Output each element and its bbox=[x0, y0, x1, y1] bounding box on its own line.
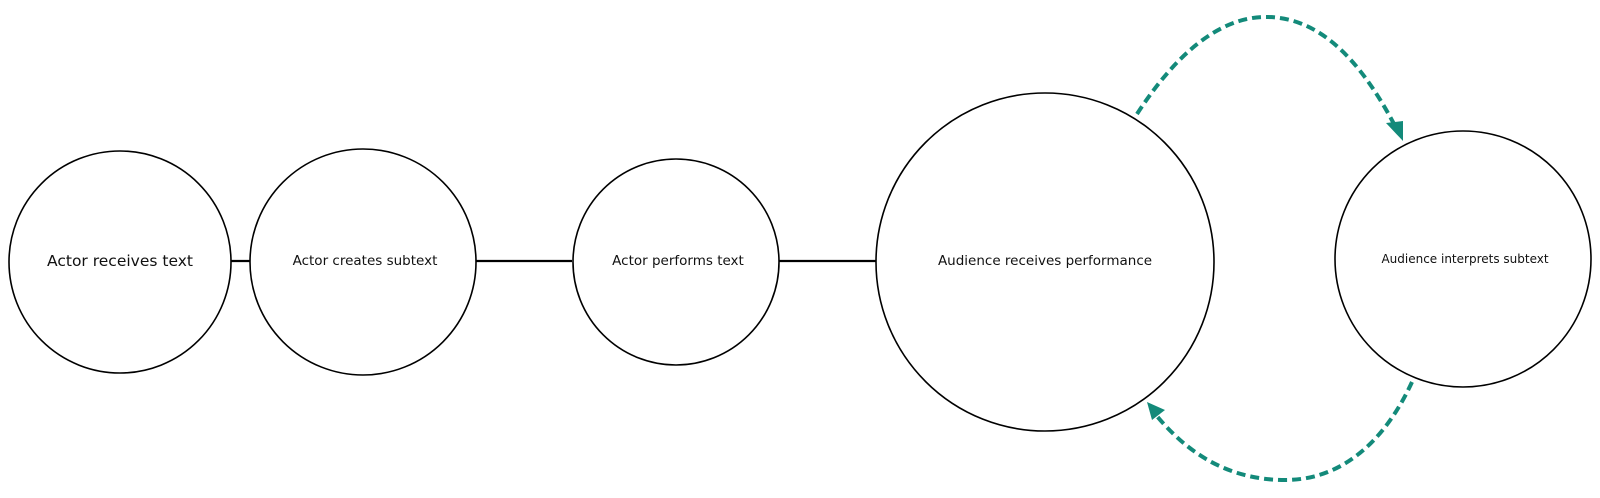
node-circle bbox=[875, 92, 1215, 432]
node-audience-receives-performance: Audience receives performance bbox=[875, 92, 1215, 432]
arrow-head-icon bbox=[1147, 402, 1165, 420]
node-label: Actor creates subtext bbox=[293, 253, 438, 269]
loop-arrow-path bbox=[1154, 381, 1414, 483]
node-label: Actor performs text bbox=[612, 253, 744, 269]
loop-arrow-to-interprets bbox=[1135, 14, 1403, 141]
node-circle bbox=[1334, 130, 1592, 388]
node-audience-interprets-subtext: Audience interprets subtext bbox=[1334, 130, 1592, 388]
node-circle bbox=[249, 148, 477, 376]
node-label: Audience interprets subtext bbox=[1381, 252, 1548, 266]
loop-arrow-path bbox=[1135, 14, 1396, 125]
arrow-head-icon bbox=[1386, 121, 1403, 141]
node-label: Audience receives performance bbox=[938, 253, 1152, 269]
node-label: Actor receives text bbox=[47, 252, 193, 270]
node-circle bbox=[572, 158, 780, 366]
node-actor-performs-text: Actor performs text bbox=[572, 158, 780, 366]
node-circle bbox=[8, 150, 232, 374]
node-actor-creates-subtext: Actor creates subtext bbox=[249, 148, 477, 376]
loop-arrow-to-audience bbox=[1147, 381, 1414, 483]
node-actor-receives-text: Actor receives text bbox=[8, 150, 232, 374]
